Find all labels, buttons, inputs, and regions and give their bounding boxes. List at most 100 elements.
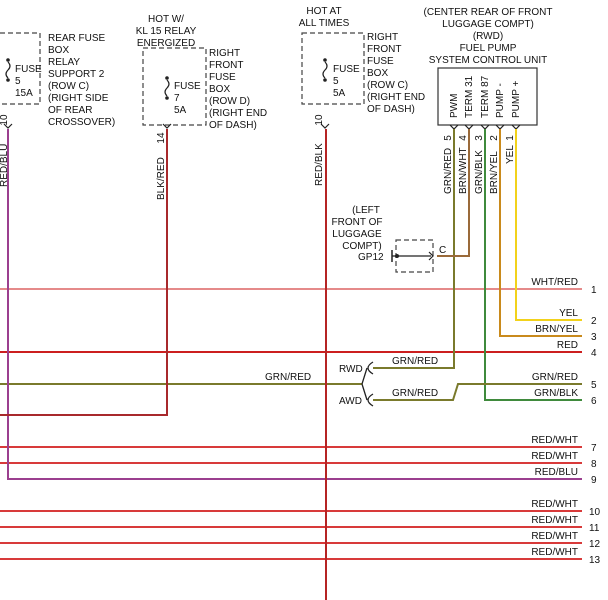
relay-fuse-location-line: FUSE <box>209 72 236 83</box>
rear-fuse-location-line: (ROW C) <box>48 81 89 92</box>
harness-wire-label: GRN/RED <box>532 372 578 383</box>
splice-group: RWD AWD GRN/RED GRN/RED GRN/RED <box>265 356 438 407</box>
control-unit-pin-number: 3 <box>474 135 485 141</box>
harness-wire-label: GRN/BLK <box>534 388 578 399</box>
harness-wire-label: RED/WHT <box>531 435 578 446</box>
rear-fuse-connector <box>3 123 13 129</box>
rear-fuse-location: REAR FUSE BOX RELAY SUPPORT 2 (ROW C) (R… <box>48 33 115 128</box>
hot-fuse-location-line: OF DASH) <box>367 104 415 115</box>
splice-connector-awd <box>367 393 374 407</box>
wire-blk-red <box>0 129 168 416</box>
harness-wire-label: RED/WHT <box>531 451 578 462</box>
relay-fuse-location-line: RIGHT <box>209 48 240 59</box>
control-unit-pin-wire: BRN/YEL <box>489 151 500 194</box>
relay-fuse-location: RIGHT FRONT FUSE BOX (ROW D) (RIGHT END … <box>209 48 267 131</box>
ground-group: (LEFT FRONT OF LUGGAGE COMPT) GP12 C <box>332 205 446 273</box>
harness-pin-number: 13 <box>589 555 601 566</box>
relay-fuse-label: FUSE <box>174 81 201 92</box>
harness-labels: WHT/RED YEL BRN/YEL RED GRN/RED GRN/BLK … <box>531 277 600 566</box>
hot-fuse-terminal <box>323 58 327 62</box>
relay-fuse-connector <box>162 123 172 129</box>
control-unit-group: (CENTER REAR OF FRONT LUGGAGE COMPT) (RW… <box>424 7 553 194</box>
ground-connector-label: C <box>439 245 446 256</box>
hot-fuse-group: HOT AT ALL TIMES FUSE 5 5A RIGHT FRONT F… <box>299 6 425 186</box>
hot-fuse-location-line: (RIGHT END <box>367 92 425 103</box>
relay-fuse-location-line: OF DASH) <box>209 120 257 131</box>
hot-fuse-location-line: BOX <box>367 68 388 79</box>
rear-fuse-amps: 15A <box>15 88 33 99</box>
ground-connector <box>428 251 434 261</box>
harness-pin-number: 3 <box>591 332 597 343</box>
relay-fuse-pin-number: 14 <box>156 132 167 144</box>
harness-wire-label: YEL <box>559 308 578 319</box>
ground-location-line: COMPT) <box>342 241 381 252</box>
hot-fuse-location-line: (ROW C) <box>367 80 408 91</box>
relay-fuse-location-line: FRONT <box>209 60 243 71</box>
rear-fuse-location-line: (RIGHT SIDE <box>48 93 109 104</box>
relay-fuse-number: 7 <box>174 93 180 104</box>
control-unit-pin-number: 5 <box>443 135 454 141</box>
ground-location-line: LUGGAGE <box>332 229 382 240</box>
rear-fuse-number: 5 <box>15 76 21 87</box>
hot-fuse-connector <box>320 123 330 129</box>
harness-pin-number: 12 <box>589 539 601 550</box>
hot-fuse-box <box>301 32 365 105</box>
harness-pin-number: 4 <box>591 348 597 359</box>
relay-fuse-wire-label: BLK/RED <box>156 157 167 200</box>
harness-pin-number: 9 <box>591 475 597 486</box>
control-unit-pin-wire: GRN/BLK <box>474 150 485 194</box>
hot-fuse-label: FUSE <box>333 64 360 75</box>
relay-fuse-location-line: BOX <box>209 84 230 95</box>
control-unit-pin-wire: GRN/RED <box>443 148 454 194</box>
splice-rwd-label: RWD <box>339 364 363 375</box>
harness-pin-number: 2 <box>591 316 597 327</box>
relay-fuse-amps: 5A <box>174 105 187 116</box>
hot-fuse-terminal <box>323 78 327 82</box>
wire-red-blu <box>7 129 582 480</box>
relay-fuse-location-line: (ROW D) <box>209 96 250 107</box>
relay-fuse-symbol <box>164 79 170 97</box>
control-unit-header-line: FUEL PUMP <box>460 43 517 54</box>
harness-pin-number: 10 <box>589 507 601 518</box>
rear-fuse-pin-number: 10 <box>0 114 10 126</box>
wire-brn-yel <box>499 129 582 337</box>
harness-wire-label: RED <box>557 340 578 351</box>
hot-fuse-wire-label: RED/BLK <box>314 143 325 186</box>
splice-awd-label: AWD <box>339 396 362 407</box>
harness-pin-number: 5 <box>591 380 597 391</box>
control-unit-header-line: SYSTEM CONTROL UNIT <box>429 55 548 66</box>
control-unit-header-line: (CENTER REAR OF FRONT <box>424 7 553 18</box>
wire-brn-wht <box>437 129 470 257</box>
control-unit-header-line: (RWD) <box>473 31 503 42</box>
splice-connector-rwd <box>367 361 374 375</box>
hot-fuse-location-line: FUSE <box>367 56 394 67</box>
control-unit-pin-wire: BRN/WHT <box>458 147 469 194</box>
rear-fuse-location-line: RELAY <box>48 57 80 68</box>
relay-fuse-header-line: HOT W/ <box>148 14 184 25</box>
relay-fuse-location-line: (RIGHT END <box>209 108 267 119</box>
rear-fuse-box <box>0 32 41 105</box>
harness-wire-label: RED/WHT <box>531 547 578 558</box>
hot-fuse-location: RIGHT FRONT FUSE BOX (ROW C) (RIGHT END … <box>367 32 425 115</box>
rear-fuse-terminal <box>6 58 10 62</box>
hot-fuse-location-line: RIGHT <box>367 32 398 43</box>
wire-yel <box>515 129 582 321</box>
wire-grn-red-pwm <box>373 129 455 369</box>
wire-grn-blk <box>484 129 582 401</box>
splice-input-wire: GRN/RED <box>265 372 311 383</box>
harness-pin-number: 6 <box>591 396 597 407</box>
routed-wires <box>0 129 582 600</box>
rear-fuse-wire-label: RED/BLU <box>0 144 10 187</box>
rear-fuse-location-line: BOX <box>48 45 69 56</box>
ground-location-line: FRONT OF <box>332 217 383 228</box>
control-unit-pin-name: PUMP - <box>495 83 506 118</box>
rear-fuse-location-line: OF REAR <box>48 105 92 116</box>
hot-fuse-amps: 5A <box>333 88 346 99</box>
splice-branch <box>361 367 368 401</box>
splice-rwd-wire: GRN/RED <box>392 356 438 367</box>
harness-wire-label: RED/WHT <box>531 499 578 510</box>
harness-pin-number: 7 <box>591 443 597 454</box>
control-unit-pin-name: TERM 31 <box>464 75 475 118</box>
relay-fuse-header-line: KL 15 RELAY <box>136 26 197 37</box>
